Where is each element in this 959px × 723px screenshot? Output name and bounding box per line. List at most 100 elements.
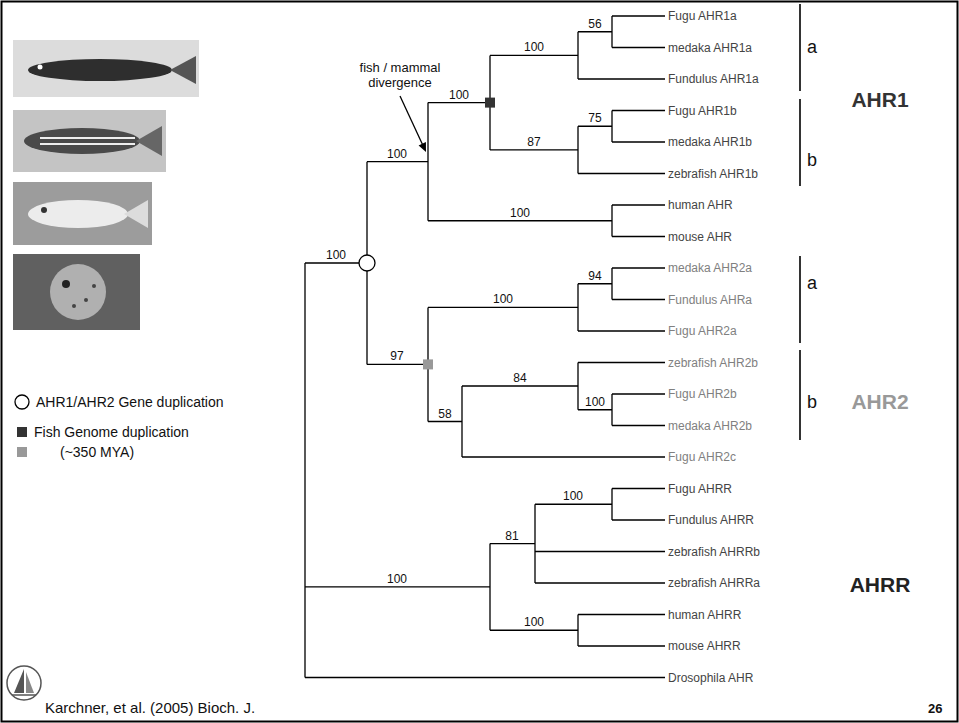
bootstrap-value: 100 bbox=[449, 88, 469, 102]
taxon-label: Fugu AHRR bbox=[668, 482, 732, 496]
taxon-label: zebrafish AHRRb bbox=[668, 545, 760, 559]
legend-circle bbox=[13, 393, 31, 411]
bootstrap-value: 94 bbox=[588, 269, 601, 283]
taxon-label: medaka AHR1a bbox=[668, 41, 752, 55]
taxon-label: Drosophila AHR bbox=[668, 671, 753, 685]
legend-entry: Fish Genome duplication bbox=[34, 424, 189, 440]
taxon-label: medaka AHR2a bbox=[668, 261, 752, 275]
bootstrap-value: 94 bbox=[588, 270, 601, 283]
bootstrap-value: 100 bbox=[387, 572, 407, 586]
clade-label: AHR2 bbox=[851, 390, 908, 414]
arrow-head bbox=[419, 142, 426, 152]
legend-entry: (~350 MYA) bbox=[60, 444, 134, 460]
taxon-label: Fugu AHR2c bbox=[668, 450, 736, 464]
bootstrap-value: 100 bbox=[524, 615, 544, 629]
pointer-arrow bbox=[400, 96, 423, 145]
bootstrap-value: 81 bbox=[505, 530, 518, 543]
fish-photos bbox=[13, 40, 199, 330]
taxon-label: Fundulus AHRR bbox=[668, 513, 754, 527]
taxon-label: Fugu AHR2b bbox=[668, 387, 737, 401]
bootstrap-value: 100 bbox=[510, 207, 530, 220]
taxon-label: medaka AHR2b bbox=[668, 419, 752, 433]
taxon-label: zebrafish AHR2b bbox=[668, 356, 758, 370]
taxon-label: Fugu AHR1a bbox=[668, 9, 737, 23]
taxon-label: Fundulus AHRa bbox=[668, 293, 752, 307]
taxon-label: medaka AHR1b bbox=[668, 135, 752, 149]
bootstrap-value: 100 bbox=[524, 616, 544, 629]
citation: Karchner, et al. (2005) Bioch. J. bbox=[45, 699, 255, 716]
taxon-label: medaka AHR1a bbox=[668, 41, 752, 55]
bootstrap-value: 97 bbox=[390, 349, 403, 363]
taxon-label: human AHRR bbox=[668, 608, 741, 622]
taxon-label: medaka AHR2a bbox=[668, 261, 752, 275]
bootstrap-value: 87 bbox=[527, 136, 540, 149]
subgroup-letter: b bbox=[807, 150, 817, 170]
bootstrap-value: 81 bbox=[505, 529, 518, 543]
taxon-label: zebrafish AHRRb bbox=[668, 545, 760, 559]
taxon-label: Fugu AHR2a bbox=[668, 324, 737, 338]
subgroup-letter: a bbox=[807, 37, 817, 57]
taxon-label: Fundulus AHRR bbox=[668, 513, 754, 527]
bootstrap-value: 84 bbox=[513, 372, 526, 385]
taxon-label: Fugu AHRR bbox=[668, 482, 732, 496]
taxon-label: Fugu AHR2a bbox=[668, 324, 737, 338]
bootstrap-value: 100 bbox=[585, 396, 605, 409]
subgroup-letter: a bbox=[807, 273, 817, 293]
taxon-label: Fugu AHR2c bbox=[668, 450, 736, 464]
group-brackets bbox=[799, 4, 801, 440]
taxon-label: zebrafish AHR2b bbox=[668, 356, 758, 370]
subgroup-letter: a bbox=[807, 37, 817, 57]
taxon-label: mouse AHRR bbox=[668, 639, 741, 653]
institution-logo bbox=[7, 666, 41, 700]
taxon-label: Fugu AHR1b bbox=[668, 104, 737, 118]
subgroup-letter: b bbox=[807, 392, 817, 412]
bootstrap-value: 100 bbox=[510, 206, 530, 220]
genome-duplication-square bbox=[423, 359, 433, 369]
legend-text: (~350 MYA) bbox=[60, 444, 134, 460]
taxon-label: zebrafish AHR1b bbox=[668, 167, 758, 181]
page-number: 26 bbox=[928, 701, 942, 716]
bootstrap-value: 84 bbox=[513, 371, 526, 385]
bootstrap-value: 100 bbox=[387, 147, 407, 161]
legend-swatch bbox=[17, 447, 27, 457]
bootstrap-value: 100 bbox=[563, 489, 583, 503]
bootstrap-value: 100 bbox=[449, 89, 469, 102]
bootstrap-value: 56 bbox=[588, 17, 601, 31]
legend-entry: AHR1/AHR2 Gene duplication bbox=[36, 394, 224, 410]
bootstrap-value: 100 bbox=[387, 148, 407, 161]
taxon-label: Fundulus AHR1a bbox=[668, 72, 759, 86]
taxon-label: human AHR bbox=[668, 198, 733, 212]
bootstrap-value: 75 bbox=[588, 112, 601, 125]
tree-branches bbox=[305, 16, 665, 678]
bootstrap-value: 100 bbox=[585, 395, 605, 409]
taxon-label: Fugu AHR2b bbox=[668, 387, 737, 401]
bootstrap-value: 100 bbox=[326, 248, 346, 262]
taxon-label: medaka AHR2b bbox=[668, 419, 752, 433]
page-number: 26 bbox=[928, 701, 942, 716]
legend-text: Fish Genome duplication bbox=[34, 424, 189, 440]
subgroup-letter: b bbox=[807, 392, 817, 412]
clade-label: AHR1 bbox=[851, 88, 908, 112]
callout-note: fish / mammal divergence bbox=[348, 60, 452, 90]
taxon-label: human AHR bbox=[668, 198, 733, 212]
taxon-label: medaka AHR1b bbox=[668, 135, 752, 149]
subgroup-letter: a bbox=[807, 273, 817, 293]
bootstrap-value: 100 bbox=[326, 249, 346, 262]
taxon-label: zebrafish AHRRa bbox=[668, 576, 760, 590]
clade-label: AHRR bbox=[850, 573, 911, 597]
subgroup-letter: b bbox=[807, 150, 817, 170]
taxon-label: Fugu AHR1b bbox=[668, 104, 737, 118]
clade-label: AHRR bbox=[850, 573, 911, 596]
bootstrap-value: 87 bbox=[527, 135, 540, 149]
bootstrap-value: 100 bbox=[524, 41, 544, 54]
bootstrap-value: 100 bbox=[524, 40, 544, 54]
bootstrap-value: 58 bbox=[438, 408, 451, 421]
taxon-label: mouse AHR bbox=[668, 230, 732, 244]
duplication-circle bbox=[359, 255, 375, 271]
taxon-label: Fundulus AHR1a bbox=[668, 72, 759, 86]
taxon-label: human AHRR bbox=[668, 608, 741, 622]
legend-swatch bbox=[17, 427, 27, 437]
callout-note: fish / mammal divergence bbox=[360, 60, 441, 90]
bootstrap-value: 56 bbox=[588, 18, 601, 31]
